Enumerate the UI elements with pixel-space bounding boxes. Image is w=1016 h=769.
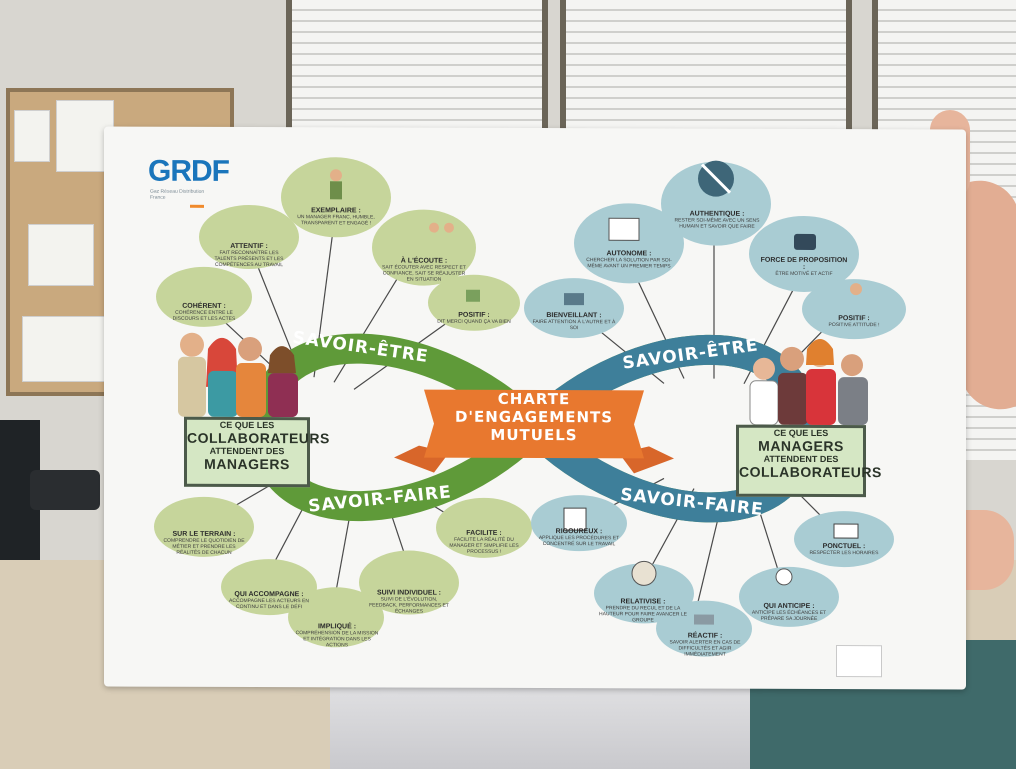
bubble-label-terrain: SUR LE TERRAIN :COMPRENDRE LE QUOTIDIEN …: [160, 531, 248, 556]
bubble-desc: SAVOIR ALERTER EN CAS DE DIFFICULTÉS ET …: [669, 639, 741, 658]
bubble-label-coherent: COHÉRENT :COHÉRENCE ENTRE LE DISCOURS ET…: [164, 303, 244, 322]
bubble-desc: COMPRENDRE LE QUOTIDIEN DE MÉTIER ET PRE…: [163, 537, 245, 556]
bubble-title: FORCE DE PROPOSITION :: [760, 256, 848, 271]
bubble-desc: COHÉRENCE ENTRE LE DISCOURS ET LES ACTES: [172, 309, 236, 322]
bubble-desc: RESPECTER LES HORAIRES: [809, 549, 879, 557]
poster-artwork: [154, 157, 906, 657]
bubble-label-anticipe: QUI ANTICIPE :ANTICIPE LES ÉCHÉANCES ET …: [744, 603, 834, 622]
collaborators-illustration: [178, 332, 298, 418]
bubble-desc: ANTICIPE LES ÉCHÉANCES ET PRÉPARE SA JOU…: [751, 609, 827, 622]
bubble-desc: CHERCHER LA SOLUTION PAR SOI-MÊME AVANT …: [586, 257, 672, 270]
bubble-desc: RESTER SOI-MÊME AVEC UN SENS HUMAIN ET S…: [674, 217, 760, 230]
bubble-label-exemplaire: EXEMPLAIRE :UN MANAGER FRANC, HUMBLE, TR…: [294, 207, 378, 226]
bubble-label-ponctuel: PONCTUEL :RESPECTER LES HORAIRES: [802, 543, 886, 556]
pinned-paper: [14, 110, 50, 162]
title-line: MUTUELS: [490, 425, 578, 445]
bubble-desc: SAIT ÉCOUTER AVEC RESPECT ET CONFIANCE, …: [382, 264, 466, 283]
pinned-paper: [28, 224, 94, 286]
calendar-paper: [22, 316, 106, 382]
bubble-label-force: FORCE DE PROPOSITION :ÊTRE MOTIVÉ ET ACT…: [760, 257, 848, 277]
bubble-label-autonome: AUTONOME :CHERCHER LA SOLUTION PAR SOI-M…: [584, 250, 674, 269]
bubble-desc: PRENDRE DU RECUL ET DE LA HAUTEUR POUR F…: [599, 605, 687, 624]
bubble-label-ecoute: À L'ÉCOUTE :SAIT ÉCOUTER AVEC RESPECT ET…: [382, 257, 466, 283]
bubble-label-relativise: RELATIVISE :PRENDRE DU RECUL ET DE LA HA…: [598, 598, 688, 623]
right-board: CE QUE LES MANAGERS ATTENDENT DES COLLAB…: [736, 424, 882, 498]
title-banner-shape: [424, 389, 644, 459]
desk-phone: [30, 470, 100, 510]
managers-illustration: [749, 338, 868, 426]
board-text: ATTENDENT DES: [763, 453, 839, 465]
bubble-label-authentique: AUTHENTIQUE :RESTER SOI-MÊME AVEC UN SEN…: [674, 210, 760, 230]
bubble-desc: FAIT RECONNAÎTRE LES TALENTS PRÉSENTS ET…: [214, 249, 284, 269]
title-line: D'ENGAGEMENTS: [454, 407, 614, 427]
bubble-label-accompagne: QUI ACCOMPAGNE :ACCOMPAGNE LES ACTEURS E…: [226, 591, 312, 610]
bubble-label-facilite: FACILITE :FACILITE LA RÉALITÉ DU MANAGER…: [442, 530, 526, 555]
bubble-label-bienveillant: BIENVEILLANT :FAIRE ATTENTION À L'AUTRE …: [532, 312, 616, 331]
bubble-label-positif: POSITIF :DIT MERCI QUAND ÇA VA BIEN: [434, 312, 514, 325]
title-line: CHARTE: [497, 389, 571, 409]
bubble-desc: FACILITE LA RÉALITÉ DU MANAGER ET SIMPLI…: [449, 536, 519, 555]
bubble-label-suivi: SUIVI INDIVIDUEL :SUIVI DE L'ÉVOLUTION, …: [366, 589, 452, 614]
bubble-desc: ACCOMPAGNE LES ACTEURS EN CONTINU ET DAN…: [229, 597, 309, 611]
board-text: CE QUE LES: [219, 419, 275, 431]
title-banner: CHARTE D'ENGAGEMENTS MUTUELS: [426, 390, 642, 459]
bubble-label-implique: IMPLIQUÉ :COMPRÉHENSION DE LA MISSION ET…: [294, 623, 380, 648]
bubble-illustrations: [330, 160, 862, 625]
bubble-desc: ÊTRE MOTIVÉ ET ACTIF: [775, 270, 833, 278]
right-bubbles: [524, 161, 906, 657]
bubble-desc: POSITIVE ATTITUDE !: [828, 322, 880, 329]
board-text: CE QUE LES: [773, 427, 829, 439]
left-bubbles: [154, 157, 532, 648]
board-text: MANAGERS: [204, 455, 290, 473]
left-board: CE QUE LES COLLABORATEURS ATTENDENT DES …: [184, 416, 330, 488]
bubble-desc: UN MANAGER FRANC, HUMBLE, TRANSPARENT ET…: [297, 214, 375, 227]
board-text: MANAGERS: [758, 437, 844, 455]
bubble-desc: FAIRE ATTENTION À L'AUTRE ET À SOI: [532, 318, 616, 332]
bubble-desc: APPLIQUE LES PROCÉDURES ET CONCENTRÉ SUR…: [538, 535, 620, 548]
bubble-label-rigoureux: RIGOUREUX :APPLIQUE LES PROCÉDURES ET CO…: [536, 528, 622, 547]
credit-stamp: [836, 645, 882, 678]
poster: GRDF Gaz Réseau Distribution France: [104, 126, 966, 690]
bubble-label-attentif: ATTENTIF :FAIT RECONNAÎTRE LES TALENTS P…: [208, 243, 290, 268]
bubble-label-reactif: RÉACTIF :SAVOIR ALERTER EN CAS DE DIFFIC…: [662, 632, 748, 658]
board-text: ATTENDENT DES: [209, 445, 285, 457]
board-text: COLLABORATEURS: [739, 463, 882, 481]
bubble-desc: SUIVI DE L'ÉVOLUTION, FEEDBACK, PERFORMA…: [369, 596, 449, 615]
board-text: COLLABORATEURS: [187, 429, 330, 447]
bubble-desc: COMPRÉHENSION DE LA MISSION ET INTÉGRATI…: [295, 630, 379, 649]
bubble-label-positif-right: POSITIF :POSITIVE ATTITUDE !: [812, 315, 896, 328]
bubble-desc: DIT MERCI QUAND ÇA VA BIEN: [437, 318, 511, 325]
